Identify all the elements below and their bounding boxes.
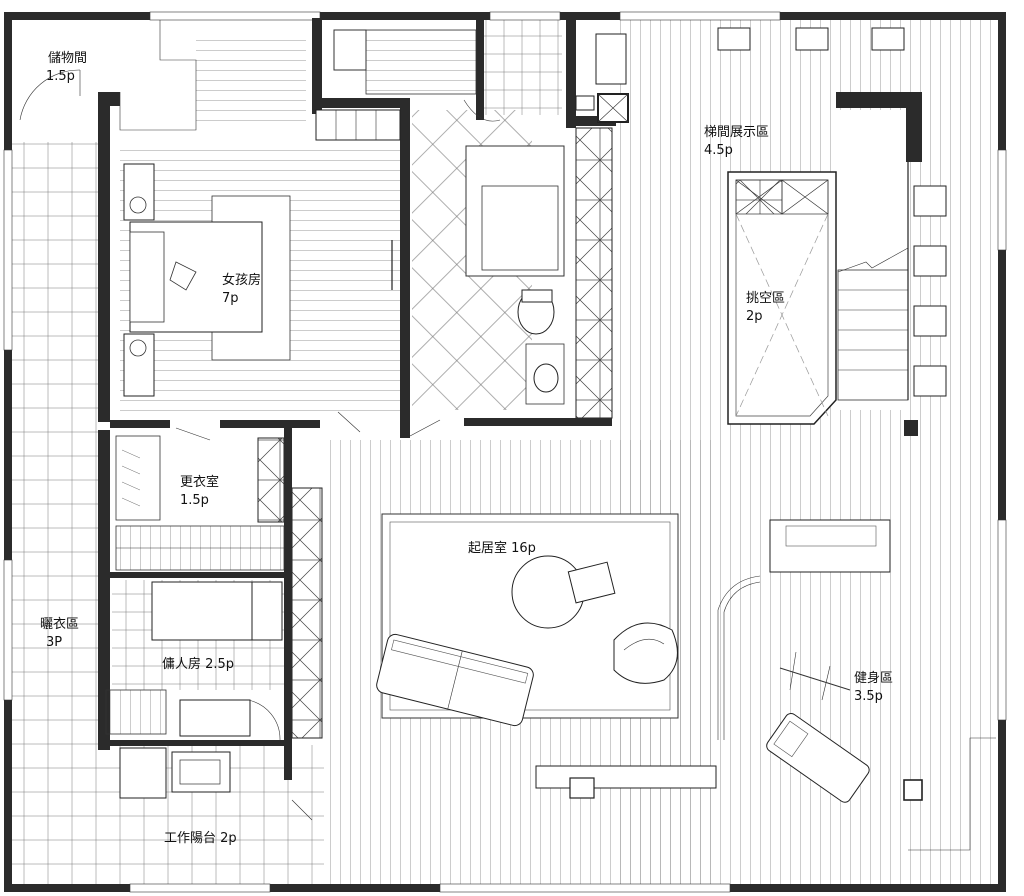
label-balcony-name: 工作陽台 2p bbox=[164, 831, 237, 846]
closet-room bbox=[115, 435, 285, 571]
walls bbox=[3, 11, 1007, 893]
label-girls-room-name: 女孩房 bbox=[222, 272, 261, 288]
doors bbox=[175, 99, 501, 821]
label-void-name: 挑空區 bbox=[746, 291, 785, 306]
washbasin bbox=[533, 363, 559, 393]
label-closet-name: 更衣室 bbox=[180, 474, 219, 490]
label-maid-room-name: 傭人房 2.5p bbox=[162, 656, 234, 672]
living-wall-cabinet bbox=[291, 487, 323, 739]
girls-room-furniture bbox=[123, 109, 401, 397]
label-living-name: 起居室 16p bbox=[468, 540, 536, 556]
drying-area-floor bbox=[12, 142, 102, 890]
treadmill bbox=[766, 713, 870, 803]
room-labels: 儲物間 1.5p 女孩房 7p 梯間展示區 4.5p 挑空區 2p 曬衣區 3P… bbox=[40, 51, 893, 846]
label-drying-name: 曬衣區 bbox=[40, 616, 79, 632]
label-stair-display-size: 4.5p bbox=[704, 143, 733, 158]
maid-room-furniture bbox=[105, 581, 283, 799]
label-stair-display-name: 梯間展示區 bbox=[704, 125, 769, 140]
corridor-top-floor bbox=[196, 40, 306, 130]
staircase bbox=[837, 110, 909, 401]
closet-cabinet bbox=[257, 437, 285, 523]
label-gym-name: 健身區 bbox=[854, 670, 893, 686]
armchair bbox=[613, 622, 678, 684]
label-drying-size: 3P bbox=[46, 635, 62, 650]
storage-room bbox=[19, 20, 197, 131]
label-storage-size: 1.5p bbox=[46, 69, 75, 84]
label-gym-size: 3.5p bbox=[854, 689, 883, 704]
gym-equipment bbox=[717, 519, 996, 851]
label-girls-room-size: 7p bbox=[222, 291, 239, 306]
label-void-size: 2p bbox=[746, 309, 763, 324]
living-furniture bbox=[376, 555, 717, 799]
bathroom-fixtures bbox=[333, 29, 629, 405]
top-bath-floor bbox=[482, 20, 562, 115]
label-closet-size: 1.5p bbox=[180, 493, 209, 508]
label-storage-name: 儲物間 bbox=[48, 51, 87, 66]
tall-cabinet-right bbox=[575, 127, 613, 419]
display-frames bbox=[595, 27, 947, 397]
void-area bbox=[727, 171, 837, 425]
